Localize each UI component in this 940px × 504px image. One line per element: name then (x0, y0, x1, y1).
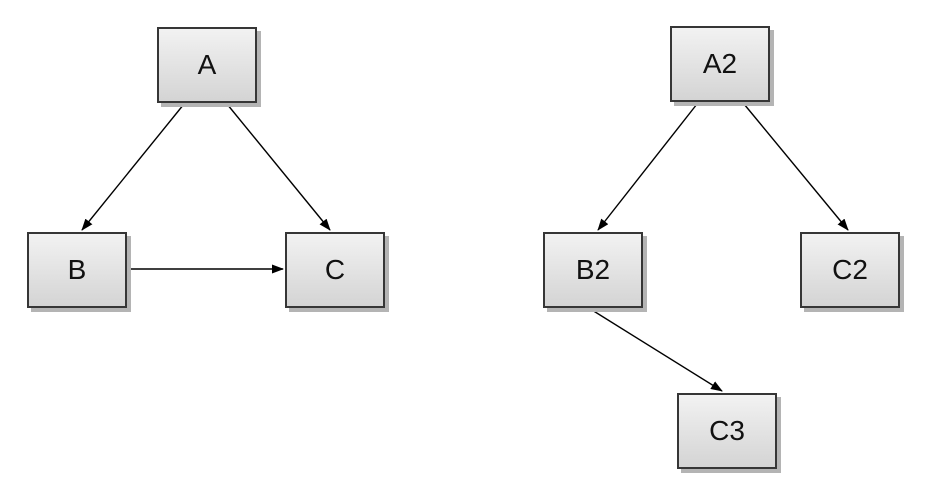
node-A-label: A (197, 49, 217, 80)
node-C3-label: C3 (709, 415, 745, 446)
node-A[interactable]: A (157, 27, 257, 103)
node-B-label: B (67, 254, 87, 285)
edge-B2-C3 (591, 309, 723, 392)
edge-A-C (226, 103, 331, 231)
edge-A-B (81, 103, 185, 231)
edge-A2-C2 (743, 103, 849, 231)
node-C2-label: C2 (832, 254, 868, 285)
node-B[interactable]: B (27, 232, 127, 308)
node-C2[interactable]: C2 (800, 232, 900, 308)
node-A2[interactable]: A2 (670, 26, 770, 102)
node-B2[interactable]: B2 (543, 232, 643, 308)
node-C3[interactable]: C3 (677, 393, 777, 469)
node-A2-label: A2 (702, 48, 738, 79)
edge-A2-B2 (597, 103, 698, 231)
node-C[interactable]: C (285, 232, 385, 308)
node-C-label: C (324, 254, 346, 285)
node-B2-label: B2 (575, 254, 611, 285)
